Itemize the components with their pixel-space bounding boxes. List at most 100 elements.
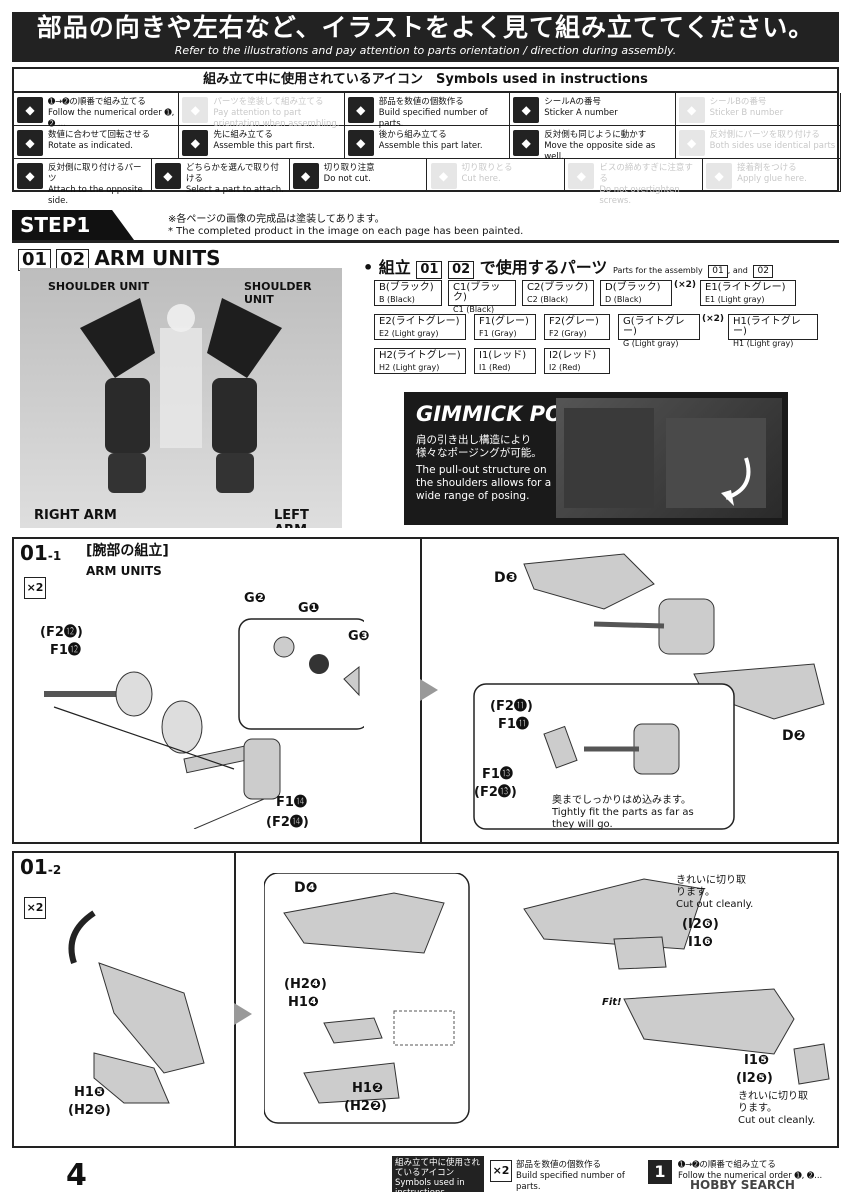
- symbol-text-jp: 数値に合わせて回転させる: [48, 130, 151, 140]
- fit-label: Fit!: [602, 997, 622, 1008]
- header-subtitle: Refer to the illustrations and pay atten…: [174, 44, 677, 57]
- symbol-text-en: Do not overtighten screws.: [599, 185, 680, 206]
- parts-title-en: Parts for the assembly: [613, 266, 703, 275]
- section-01-2: 01-2 ×2 H1❺ (H2❺) D❹ (H2❹) H1❹ H1❷ (H2❷)…: [12, 851, 839, 1148]
- section-01-1: 01-1 [腕部の組立] ARM UNITS ×2 (F2⓬) F1⓬ G❷ G…: [12, 537, 839, 844]
- symbol-icon: ◆: [182, 97, 209, 123]
- symbol-text-en: Follow the numerical order ➊, ➋ ...: [48, 108, 175, 129]
- sec2-number: 01-2: [20, 855, 61, 879]
- symbol-text-jp: 部品を数値の個数作る: [378, 97, 464, 107]
- sec2-x2-icon: ×2: [24, 897, 46, 919]
- cut-note-1-jp: きれいに切り取ります。: [676, 875, 746, 898]
- part-name-jp: H1(ライトグレー): [733, 316, 801, 337]
- symbol-icon: ◆: [706, 163, 733, 189]
- gimmick-point: GIMMICK POINT 肩の引き出し構造により様々なポージングが可能。 Th…: [404, 392, 788, 525]
- part-name-jp: I1(レッド): [479, 350, 527, 361]
- symbol-text-en: Cut here.: [461, 174, 501, 184]
- label-h2-2: (H2❷): [344, 1099, 387, 1114]
- symbol-icon: ◆: [678, 97, 705, 123]
- symbol-text-jp: シールBの番号: [709, 97, 767, 107]
- label-f2-12: (F2⓬): [40, 625, 83, 640]
- symbol-text-en: Pay attention to part orientation when a…: [213, 108, 340, 129]
- label-d2: D❷: [782, 728, 806, 744]
- tight-fit-note: 奥までしっかりはめ込みます。 Tightly fit the parts as …: [552, 795, 712, 831]
- sec1-title-en: ARM UNITS: [86, 564, 162, 578]
- page-number: 4: [66, 1158, 87, 1193]
- sec1-title-jp: [腕部の組立]: [86, 543, 169, 559]
- symbol-text-jp: 切り取りとる: [461, 163, 513, 173]
- part-chip: C1(ブラック)C1 (Black): [448, 280, 516, 314]
- parts-title-and: , and: [727, 266, 748, 275]
- symbol-icon: ◆: [347, 97, 374, 123]
- symbol-icon: ◆: [17, 163, 43, 189]
- symbol-text-jp: 反対側にパーツを取り付ける: [709, 130, 820, 140]
- label-h1-4: H1❹: [288, 995, 319, 1010]
- symbol-text-jp: 先に組み立てる: [213, 130, 273, 140]
- footer-sym-title: 組み立て中に使用されているアイコン Symbols used in instru…: [392, 1156, 484, 1198]
- part-name-en: G (Light gray): [623, 339, 679, 348]
- label-f1-13: F1⓭: [482, 767, 513, 782]
- next-arrow-icon: [420, 679, 438, 701]
- label-d3: D❸: [494, 570, 518, 586]
- part-name-jp: B(ブラック): [379, 282, 434, 293]
- symbol-text-jp: 切り取り注意: [323, 163, 375, 173]
- label-h1-2: H1❷: [352, 1081, 383, 1096]
- symbol-text-jp: 反対側も同じように動かす: [544, 130, 647, 140]
- symbol-icon: ◆: [17, 97, 43, 123]
- part-name-jp: D(ブラック): [605, 282, 661, 293]
- part-name-jp: F1(グレー): [479, 316, 529, 327]
- footer-sym-en: Symbols used in instructions: [395, 1178, 465, 1198]
- parts-title-mid: で使用するパーツ: [479, 258, 608, 277]
- parts-title: • 組立 01 02 で使用するパーツ Parts for the assemb…: [363, 254, 773, 279]
- part-multiplier: (×2): [702, 314, 725, 324]
- sec1-x2-icon: ×2: [24, 577, 46, 599]
- part-name-jp: H2(ライトグレー): [379, 350, 461, 361]
- symbol-text-jp: ビスの締めすぎに注意する: [599, 163, 693, 184]
- cut-note-1: きれいに切り取ります。 Cut out cleanly.: [676, 875, 753, 911]
- part-chip: E2(ライトグレー)E2 (Light gray): [374, 314, 466, 340]
- label-i2-5: (I2❺): [736, 1071, 773, 1086]
- part-name-jp: C2(ブラック): [527, 282, 589, 293]
- symbol-text-en: Assemble this part first.: [213, 141, 315, 151]
- label-g3: G❸: [348, 629, 370, 644]
- symbol-text-jp: ➊→➋の順番で組み立てる: [48, 97, 146, 107]
- part-chip: I2(レッド)I2 (Red): [544, 348, 610, 374]
- label-f1-11: F1⓫: [498, 717, 529, 732]
- part-chip: H1(ライトグレー)H1 (Light gray): [728, 314, 818, 348]
- label-d4: D❹: [294, 880, 318, 896]
- symbol-text-jp: シールAの番号: [544, 97, 602, 107]
- step-tab: STEP1: [12, 210, 134, 240]
- symbol-icon: ◆: [182, 130, 209, 156]
- symbol-icon: ◆: [17, 130, 43, 156]
- symbol-text-en: Select a part to attach.: [185, 185, 284, 195]
- footer-x2-icon: ×2: [490, 1160, 512, 1182]
- painted-note-en: * The completed product in the image on …: [168, 226, 524, 237]
- part-chip: I1(レッド)I1 (Red): [474, 348, 536, 374]
- part-name-jp: E2(ライトグレー): [379, 316, 460, 327]
- assembly-heading: 01 02 ARM UNITS: [18, 246, 221, 271]
- label-left-arm: LEFT ARM: [274, 508, 309, 528]
- next-arrow-2-icon: [234, 1003, 252, 1025]
- cut-note-1-en: Cut out cleanly.: [676, 899, 754, 910]
- part-name-en: D (Black): [605, 295, 642, 304]
- sec1-sub: -1: [47, 549, 62, 563]
- footer-order-icon: 1: [648, 1160, 672, 1184]
- symbol-text-en: Assemble this part later.: [378, 141, 483, 151]
- sec1-num: 01: [20, 541, 48, 565]
